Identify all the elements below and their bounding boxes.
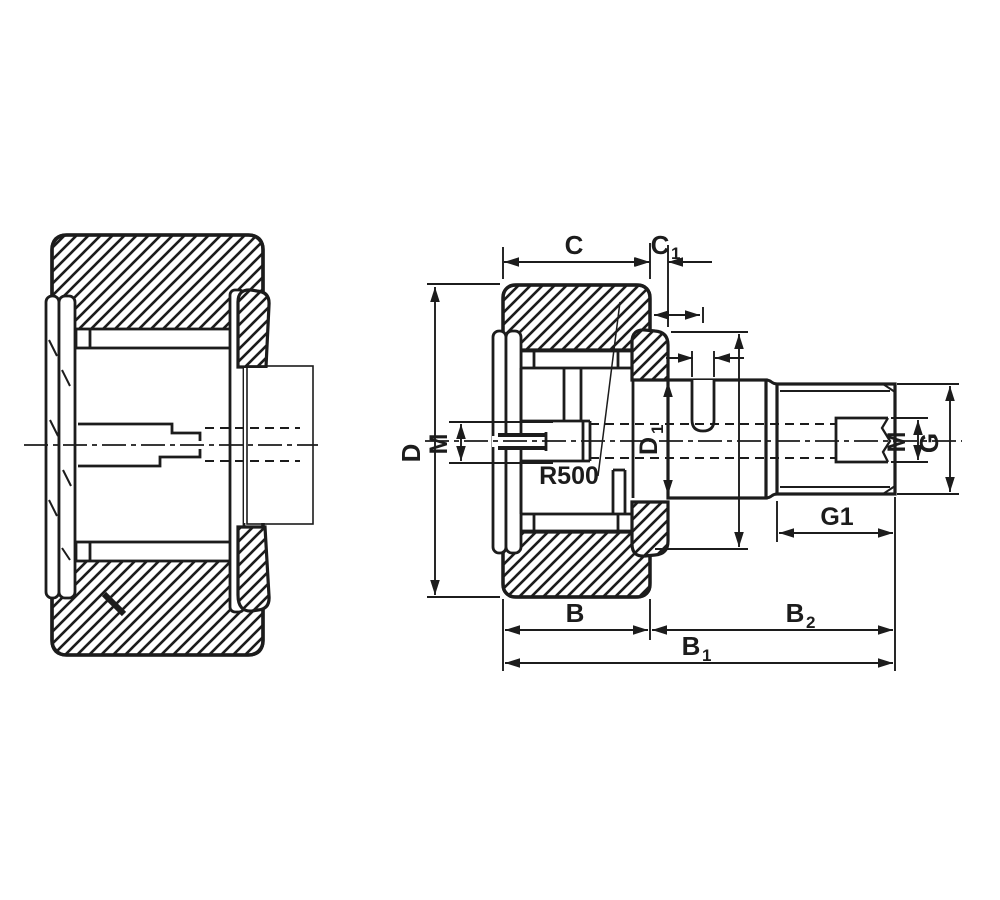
roller-hatch-top	[501, 283, 652, 352]
needle-rollers-right-view	[519, 349, 634, 533]
side-plate-hatch-dashes	[48, 339, 72, 561]
side-plate-left-outer	[44, 294, 61, 600]
lube-duct-hidden-lines	[590, 423, 836, 459]
stud-flange-hatch-top	[630, 328, 670, 382]
side-plate-left-inner	[57, 294, 77, 600]
svg-text:1: 1	[648, 425, 667, 434]
svg-text:C: C	[651, 230, 670, 260]
stud-flange-hatch-bottom	[630, 500, 670, 558]
stud-profile-left-view	[78, 422, 202, 468]
svg-text:2: 2	[806, 613, 815, 632]
crown-radius-label: R500	[539, 462, 599, 490]
dim-label-c: C	[565, 230, 584, 260]
svg-text:B: B	[786, 598, 805, 628]
dim-label-b2: B 2	[786, 598, 816, 632]
lube-duct-hidden-lines-left	[205, 427, 300, 462]
dim-label-c1: C 1	[651, 230, 681, 263]
ring-section-hatch-top	[50, 233, 265, 332]
thread-relief-groove	[765, 378, 778, 500]
dim-label-b: B	[566, 598, 585, 628]
dim-label-b1: B 1	[682, 631, 712, 665]
dim-label-m-right: M	[883, 432, 911, 453]
right-section-view	[425, 283, 962, 599]
dim-label-d: D	[396, 444, 426, 463]
dim-label-m-left: M	[425, 434, 453, 455]
svg-text:D: D	[635, 437, 663, 455]
dim-label-g1: G1	[820, 503, 853, 531]
svg-text:1: 1	[671, 244, 680, 263]
dim-label-g: G	[914, 433, 944, 453]
flange-collar-hatch-top	[236, 288, 271, 369]
svg-text:1: 1	[702, 646, 711, 665]
thread-minor-lines	[780, 383, 896, 495]
roller-hatch-bottom	[501, 530, 652, 599]
ring-section-hatch-bottom	[50, 558, 265, 657]
left-section-view	[24, 233, 318, 657]
chamfer-mark	[101, 591, 127, 617]
dimension-labels: C C 1 D M R500 D 1 M G G1 B B 2 B 1	[396, 230, 944, 665]
stud-shaft	[666, 378, 768, 500]
end-socket	[834, 416, 888, 464]
socket-break-line	[880, 417, 892, 463]
svg-text:B: B	[682, 631, 701, 661]
dim-label-d1: D 1	[635, 425, 667, 456]
flange-collar-hatch-bottom	[236, 525, 271, 613]
